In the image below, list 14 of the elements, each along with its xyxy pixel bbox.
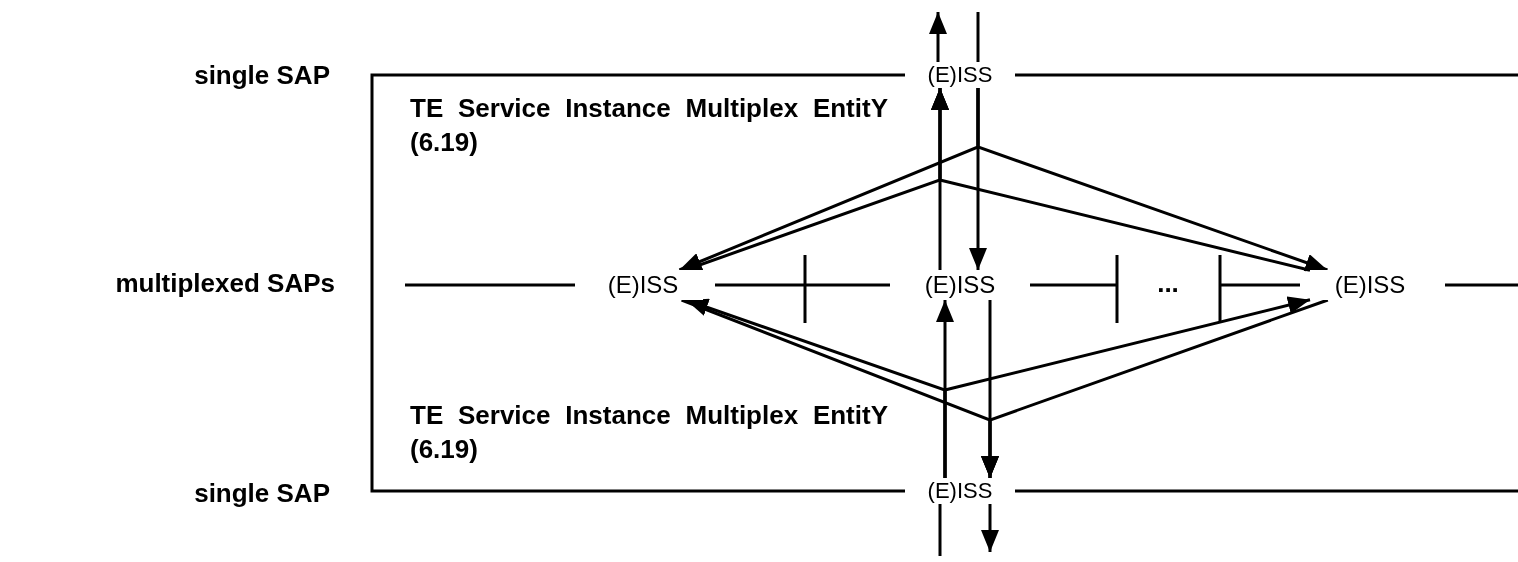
entity-label: TE Service Instance Multiplex EntitY (6.19) [410, 92, 888, 159]
connector-line [938, 504, 942, 556]
arrow [981, 298, 1329, 478]
arrow [976, 88, 1328, 272]
arrow [943, 296, 1311, 478]
entity-label: TE Service Instance Multiplex EntitY (6.19) [410, 399, 888, 466]
layer-label: multiplexed SAPs [114, 267, 335, 300]
arrow [981, 504, 999, 552]
layer-label: single SAP [193, 477, 330, 510]
ellipsis-text: ... [1156, 267, 1180, 300]
layer-label: single SAP [193, 59, 330, 92]
arrow [929, 12, 947, 62]
arrow [931, 88, 1311, 272]
connector-line [976, 12, 980, 62]
